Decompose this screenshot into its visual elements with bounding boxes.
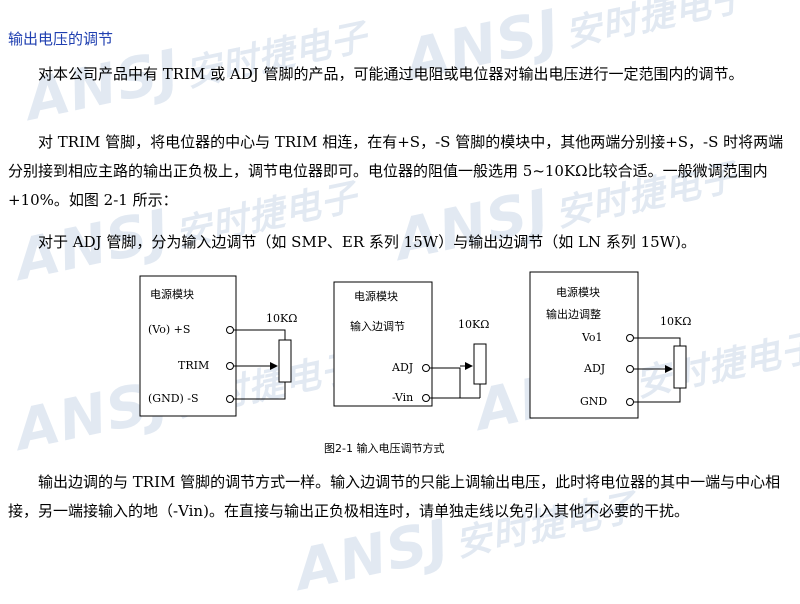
module-subtitle: 输入边调节 <box>350 319 405 333</box>
wire <box>634 388 681 403</box>
pin-label-adj: ADJ <box>583 362 605 375</box>
pin-label-plus-s: (Vo) +S <box>148 323 190 336</box>
pin-label-vo1: Vo1 <box>581 331 603 344</box>
diagram-trim: 电源模块 (Vo) +S TRIM (GND) -S 10KΩ <box>139 275 297 417</box>
pin-label-trim: TRIM <box>178 359 209 372</box>
pin-label-minus-vin: -Vin <box>392 391 413 404</box>
module-subtitle: 输出边调整 <box>546 307 601 321</box>
module-title: 电源模块 <box>354 289 398 303</box>
pin-terminal <box>626 365 634 373</box>
wire <box>234 382 286 400</box>
pin-terminal <box>626 398 634 406</box>
potentiometer <box>673 345 687 389</box>
paragraph-3: 对于 ADJ 管脚，分为输入边调节（如 SMP、ER 系列 15W）与输出边调节… <box>38 233 696 251</box>
pin-terminal <box>226 395 234 403</box>
pin-label-gnd: GND <box>580 395 607 408</box>
pin-terminal <box>226 362 234 370</box>
module-title: 电源模块 <box>150 287 194 301</box>
paragraph-1: 对本公司产品中有 TRIM 或 ADJ 管脚的产品，可能通过电阻或电位器对输出电… <box>38 65 744 83</box>
pot-value: 10KΩ <box>458 318 489 331</box>
module-title: 电源模块 <box>556 285 600 299</box>
pin-terminal <box>422 394 430 402</box>
diagram-input-adjust: 电源模块 输入边调节 ADJ -Vin 10KΩ <box>333 281 489 407</box>
pin-label-adj: ADJ <box>391 361 413 374</box>
pin-terminal <box>626 334 634 342</box>
wire <box>634 337 681 346</box>
diagram-output-adjust: 电源模块 输出边调整 Vo1 ADJ GND 10KΩ <box>529 271 691 419</box>
wire <box>234 329 286 340</box>
pin-terminal <box>422 364 430 372</box>
pot-value: 10KΩ <box>660 315 691 328</box>
pin-label-minus-s: (GND) -S <box>148 392 199 405</box>
paragraph-4: 输出边调的与 TRIM 管脚的调节方式一样。输入边调节的只能上调输出电压，此时将… <box>8 473 781 520</box>
section-heading: 输出电压的调节 <box>8 30 114 48</box>
pin-terminal <box>226 326 234 334</box>
wire <box>430 367 461 398</box>
module-box <box>529 271 639 419</box>
potentiometer <box>473 343 487 385</box>
module-box <box>333 281 433 407</box>
module-box <box>139 275 237 417</box>
figure-caption: 图2-1 输入电压调节方式 <box>324 441 444 455</box>
pot-value: 10KΩ <box>266 312 297 325</box>
potentiometer <box>278 339 292 383</box>
paragraph-2: 对 TRIM 管脚，将电位器的中心与 TRIM 相连，在有+S，-S 管脚的模块… <box>8 133 784 209</box>
